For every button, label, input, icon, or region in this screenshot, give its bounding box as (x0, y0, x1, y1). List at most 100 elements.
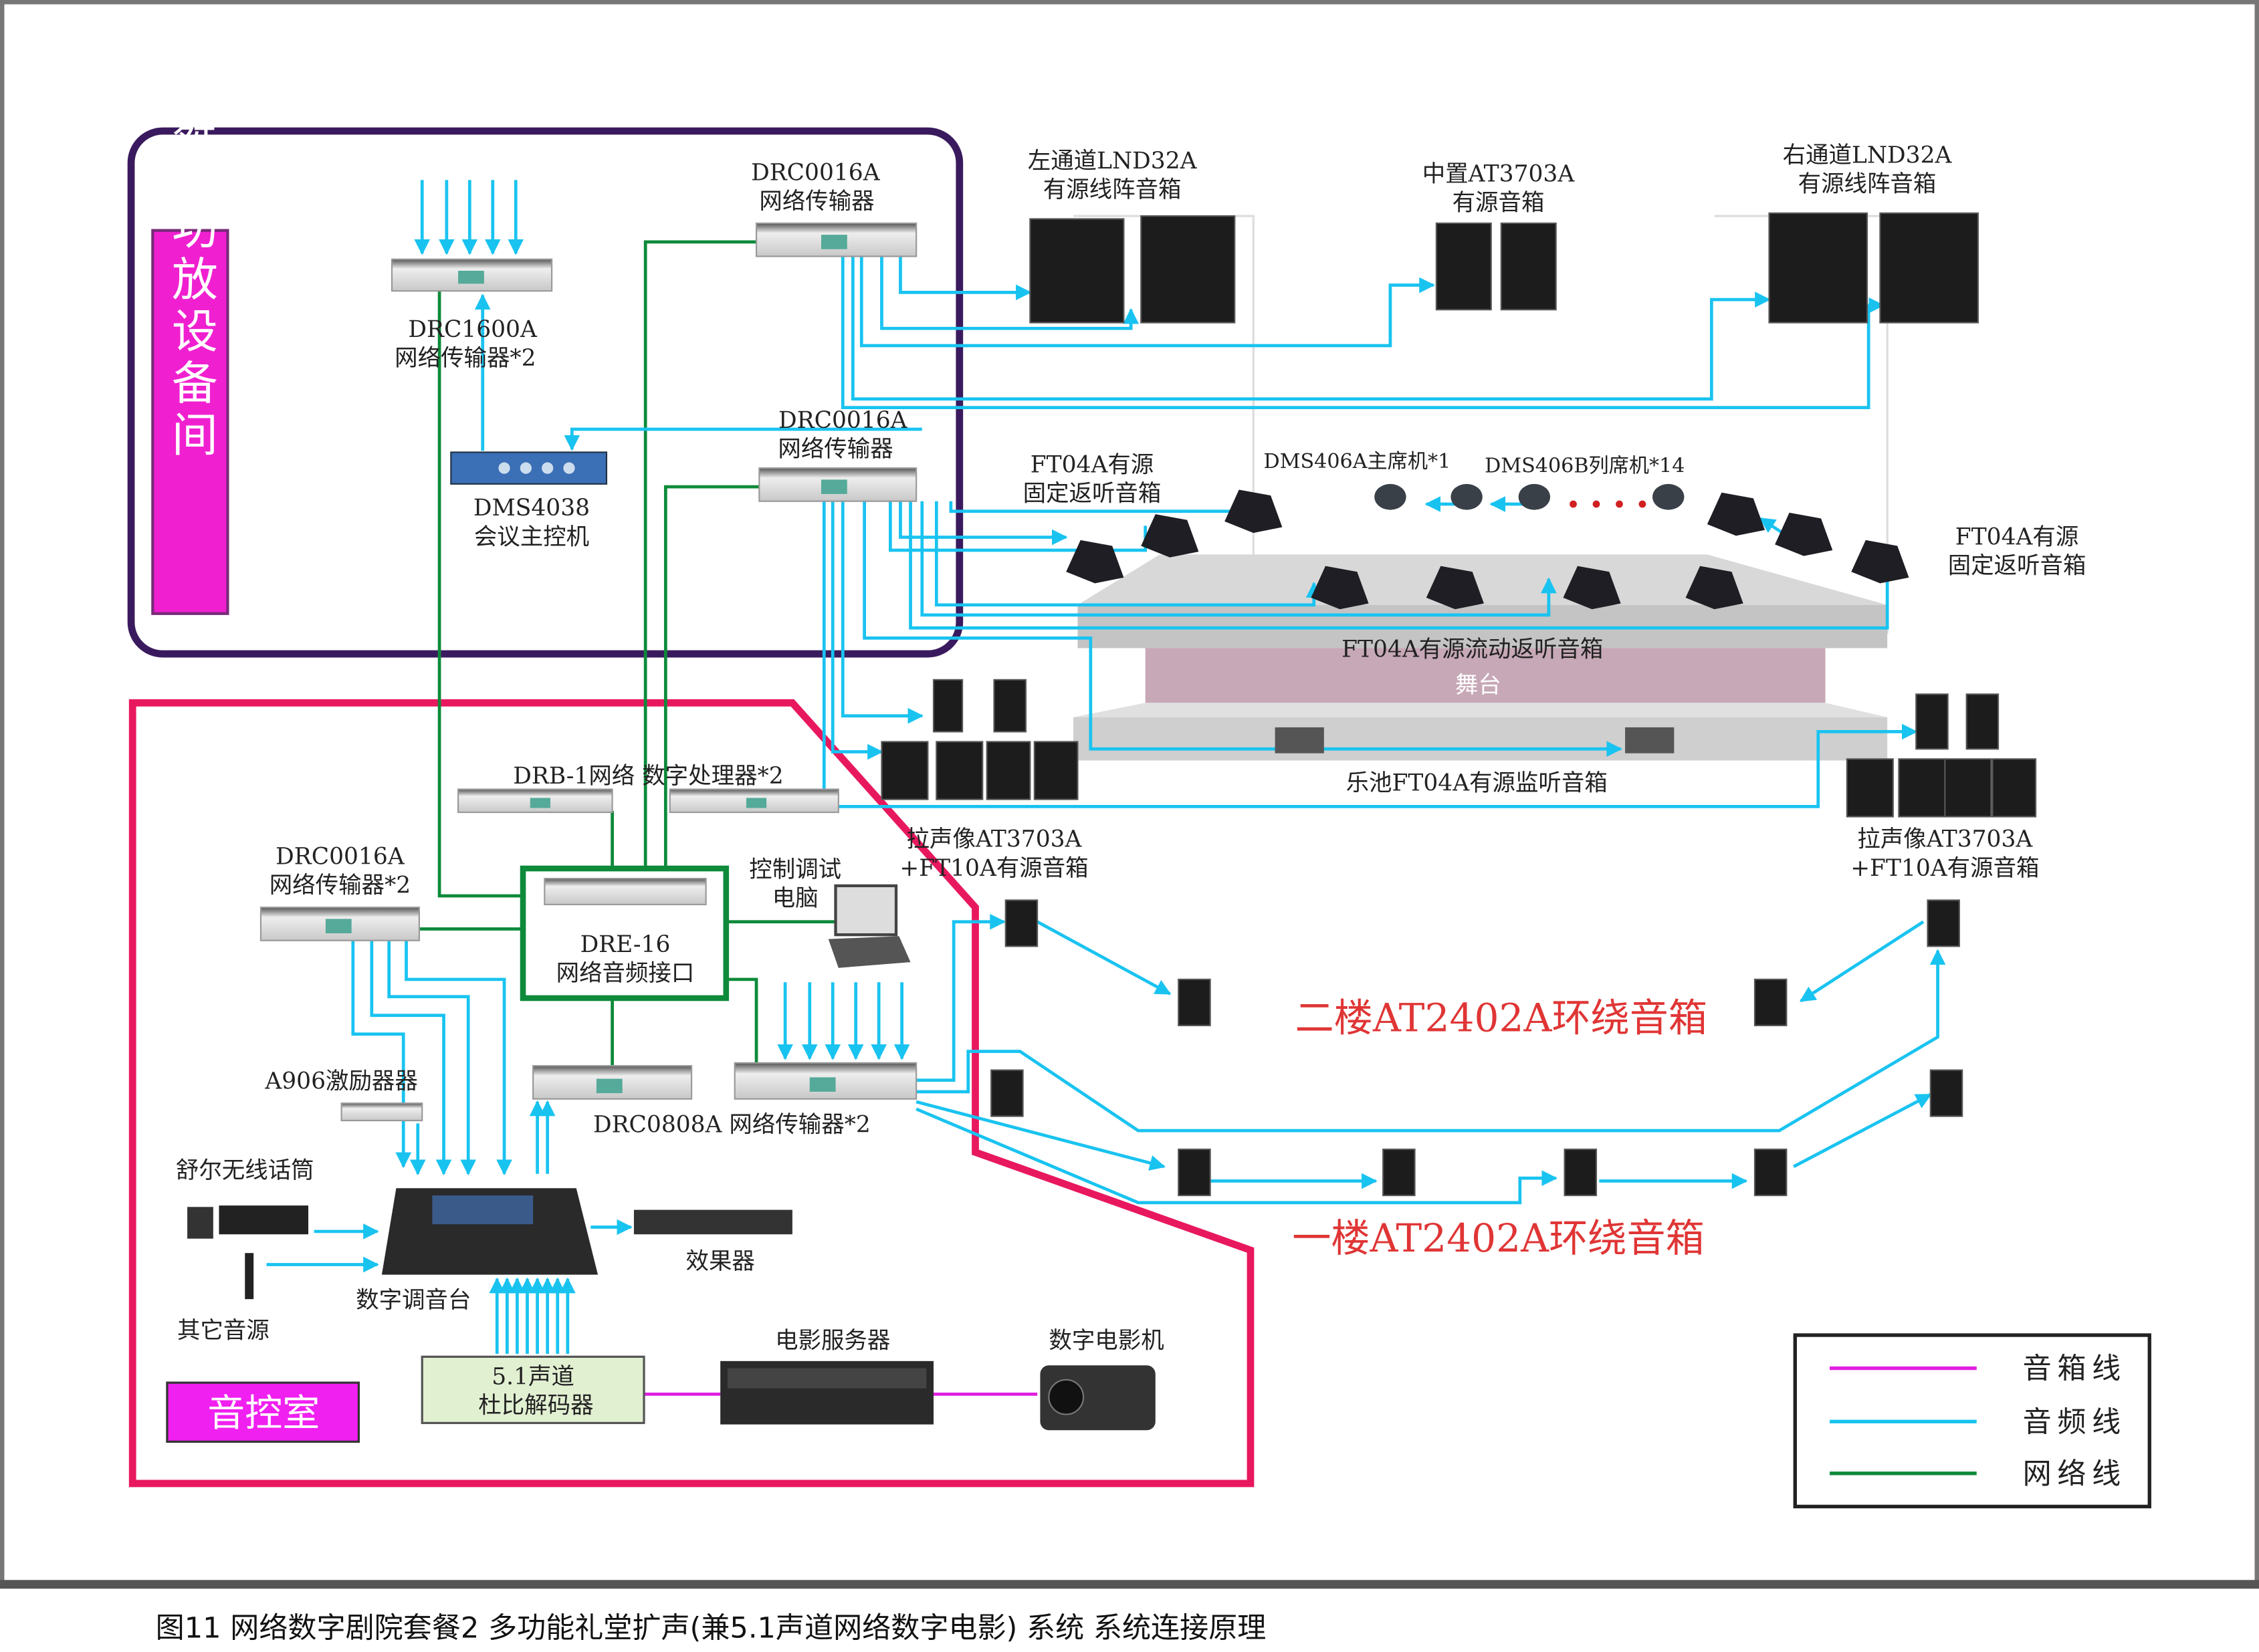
legend-label-speaker: 音箱线 (2023, 1352, 2127, 1386)
rack-drc1600a (391, 258, 553, 292)
speaker-group (881, 212, 2037, 1197)
cinema-projector-label: 数字电影机 (1049, 1327, 1164, 1354)
line-array-speaker (1140, 215, 1236, 324)
center-speaker (1500, 222, 1557, 311)
mobile-monitor-label: FT04A有源流动返听音箱 (1341, 636, 1603, 663)
rack-dre16 (544, 878, 707, 905)
right-array-model: 右通道LND32A (1783, 142, 1953, 168)
pan-speaker (936, 741, 984, 800)
control-room-label: 音控室 (207, 1392, 320, 1435)
surround-speaker (1178, 1149, 1211, 1197)
drc0016a-top-name: 网络传输器 (759, 188, 874, 215)
rack-drc0808a (532, 1065, 693, 1100)
drc0016a-top-model: DRC0016A (751, 159, 881, 186)
laptop-line2: 电脑 (772, 885, 819, 912)
pan-speaker (993, 679, 1027, 733)
ellipsis-dot (1616, 500, 1623, 508)
ellipsis-dot (1638, 500, 1646, 508)
line-array-speaker (1879, 212, 1979, 324)
pan-speaker (1898, 758, 1946, 818)
left-array-name: 有源线阵音箱 (1043, 176, 1182, 203)
mixer-image (381, 1188, 599, 1275)
pan-left-name: +FT10A有源音箱 (899, 855, 1088, 882)
laptop-image (828, 884, 911, 968)
fixed-monitor-left-model: FT04A有源 (1031, 452, 1154, 479)
ellipsis-dot (1592, 500, 1600, 508)
surround-1f-label: 一楼AT2402A环绕音箱 (1292, 1215, 1705, 1261)
dolby-line1: 5.1声道 (492, 1363, 574, 1390)
dolby-line2: 杜比解码器 (478, 1392, 593, 1419)
fixed-monitor-left-name: 固定返听音箱 (1023, 481, 1162, 507)
drc0016a-left-model: DRC0016A (276, 844, 405, 870)
floor-monitor-speaker (1851, 540, 1909, 584)
surround-2f-label: 二楼AT2402A环绕音箱 (1295, 995, 1708, 1040)
surround-speaker (1564, 1149, 1598, 1197)
dre16-frame (520, 865, 730, 1001)
mic-image (187, 1205, 309, 1300)
rack-drc0016a-top (755, 222, 918, 257)
conference-unit (1652, 483, 1685, 510)
line-array-speaker (1768, 212, 1868, 324)
ellipsis-dot (1570, 500, 1577, 508)
pan-speaker (1915, 693, 1949, 750)
floor-monitor-speaker (1066, 540, 1124, 584)
surround-speaker (1929, 1069, 1963, 1117)
dre16-name: 网络音频接口 (556, 960, 695, 987)
surround-speaker (1753, 1149, 1788, 1197)
surround-speaker (990, 1069, 1024, 1117)
dms4038-model: DMS4038 (473, 495, 590, 521)
drc0016a-mid-model: DRC0016A (778, 407, 908, 434)
pan-speaker (1846, 758, 1894, 818)
stage-label: 舞台 (1455, 672, 1501, 699)
pit-monitor-speaker (1625, 727, 1675, 753)
floor-monitor-speaker (1563, 566, 1621, 610)
effects-image (633, 1209, 792, 1235)
floor-monitor-speaker (1311, 566, 1369, 610)
stage-amp-room-label: 舞台功放设备间 (163, 100, 217, 463)
pan-right-name: +FT10A有源音箱 (1850, 855, 2039, 882)
pan-speaker (1944, 758, 1992, 818)
center-name: 有源音箱 (1453, 190, 1545, 217)
floor-monitor-speaker (1685, 566, 1743, 610)
legend-label-audio: 音频线 (2023, 1405, 2127, 1439)
left-array-model: 左通道LND32A (1028, 148, 1198, 174)
rack-dms4038 (450, 451, 608, 485)
pit-monitor-label: 乐池FT04A有源监听音箱 (1346, 770, 1608, 797)
drc0016a-left-name: 网络传输器*2 (270, 872, 411, 899)
conference-unit (1518, 483, 1551, 510)
cinema-projector-image (1040, 1365, 1156, 1431)
chairman-label: DMS406A主席机*1 (1263, 450, 1450, 473)
drc1600a-model: DRC1600A (408, 316, 538, 343)
labels: DRC0016A 网络传输器 DRC1600A 网络传输器*2 DMS4038 … (176, 142, 2086, 1419)
rack-drc0808a-2 (734, 1062, 918, 1100)
stage-amp-room-border (127, 127, 964, 658)
network-lines (419, 240, 836, 1066)
pit-monitor-speaker (1275, 727, 1324, 753)
fixed-monitor-right-name: 固定返听音箱 (1948, 552, 2086, 579)
stage-amp-room-label-box (151, 229, 229, 615)
movie-server-image (720, 1361, 934, 1425)
rack-drb1-b (669, 788, 839, 814)
floor-monitor-speaker (1141, 514, 1199, 558)
dms4038-name: 会议主控机 (474, 523, 589, 550)
floor-monitor-speaker (1426, 566, 1484, 610)
drc1600a-name: 网络传输器*2 (395, 345, 536, 372)
rack-a906 (340, 1102, 423, 1122)
other-sources-label: 其它音源 (177, 1317, 270, 1344)
drc0808a-label: DRC0808A 网络传输器*2 (593, 1111, 871, 1138)
pan-speaker (1965, 693, 2000, 750)
shure-mic-label: 舒尔无线话筒 (176, 1157, 314, 1184)
rack-drb1-a (457, 788, 613, 814)
conference-unit (1374, 483, 1406, 510)
a906-label: A906激励器器 (264, 1068, 417, 1095)
right-array-name: 有源线阵音箱 (1798, 171, 1937, 198)
pan-speaker (932, 679, 964, 733)
center-speaker (1435, 222, 1492, 311)
dre16-model: DRE-16 (580, 931, 671, 958)
pan-speaker (986, 741, 1031, 800)
pan-speaker (1992, 758, 2037, 818)
conference-unit (1450, 483, 1483, 510)
legend-label-network: 网络线 (2023, 1457, 2127, 1491)
movie-server-label: 电影服务器 (775, 1327, 890, 1354)
